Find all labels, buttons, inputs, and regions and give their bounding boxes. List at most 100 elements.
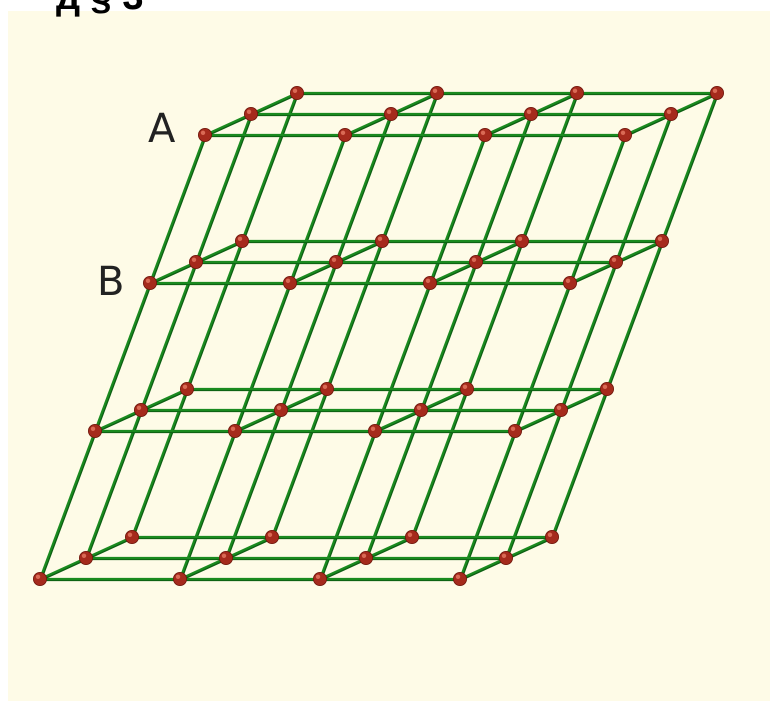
lattice-node — [243, 107, 258, 122]
lattice-edge-vertical — [38, 430, 97, 580]
lattice-edge-vertical — [279, 261, 338, 411]
lattice-node — [452, 572, 467, 587]
lattice-node — [413, 402, 428, 417]
lattice-edge-vertical — [410, 388, 469, 538]
lattice-edge-vertical — [568, 134, 627, 284]
lattice-node — [477, 127, 492, 142]
label-b: B — [97, 259, 124, 305]
lattice-node — [524, 107, 539, 122]
lattice-node — [88, 423, 103, 438]
lattice-node — [33, 572, 48, 587]
lattice-node — [422, 275, 437, 290]
lattice-edge-depth — [420, 387, 468, 412]
lattice-edge-vertical — [233, 282, 292, 432]
lattice-edge-depth — [280, 387, 328, 412]
lattice-node — [328, 254, 343, 269]
lattice-node — [133, 402, 148, 417]
lattice-node — [383, 107, 398, 122]
lattice-edge-depth — [390, 91, 438, 116]
lattice-edge-vertical — [93, 282, 152, 432]
lattice-node — [498, 551, 513, 566]
lattice-edge-vertical — [288, 134, 347, 284]
lattice-edge-depth — [140, 387, 188, 412]
lattice-node — [289, 86, 304, 101]
lattice-edge-depth — [560, 387, 608, 412]
lattice-node — [429, 86, 444, 101]
lattice-edge-vertical — [318, 430, 377, 580]
lattice-edge-depth — [670, 91, 718, 116]
lattice-edge-vertical — [84, 409, 143, 559]
lattice-edge-depth — [475, 239, 523, 264]
lattice-node — [358, 551, 373, 566]
lattice-edge-depth — [319, 556, 367, 581]
lattice-edge-vertical — [373, 282, 432, 432]
lattice-edge-vertical — [270, 388, 329, 538]
lattice-node — [563, 275, 578, 290]
lattice-edge-vertical — [614, 113, 673, 263]
lattice-edge-depth — [365, 535, 413, 560]
lattice-edge-depth — [179, 556, 227, 581]
lattice-node — [507, 423, 522, 438]
lattice-edge-vertical — [194, 113, 253, 263]
lattice-node — [468, 254, 483, 269]
lattice-edge-vertical — [148, 134, 207, 284]
lattice-edge-vertical — [240, 92, 299, 242]
lattice-node — [125, 530, 140, 545]
lattice-edge-depth — [225, 535, 273, 560]
lattice-edge-depth — [234, 408, 282, 433]
lattice-edge-vertical — [224, 409, 283, 559]
lattice-edge-vertical — [465, 240, 524, 390]
lattice-node — [515, 233, 530, 248]
lattice-edge-vertical — [520, 92, 579, 242]
lattice-edge-vertical — [364, 409, 423, 559]
lattice-node — [367, 423, 382, 438]
lattice-edge-depth — [459, 556, 507, 581]
heading-fragment: д § 3 — [56, 0, 144, 16]
lattice-edge-depth — [94, 408, 142, 433]
lattice-edge-vertical — [178, 430, 237, 580]
lattice-node — [710, 86, 725, 101]
lattice-edges — [38, 91, 720, 582]
lattice-edge-depth — [514, 408, 562, 433]
lattice-node — [282, 275, 297, 290]
lattice-node — [218, 551, 233, 566]
lattice-node — [374, 233, 389, 248]
label-a: A — [148, 106, 176, 152]
lattice-edge-vertical — [139, 261, 198, 411]
lattice-node — [618, 127, 633, 142]
lattice-node — [79, 551, 94, 566]
lattice-edge-depth — [289, 260, 337, 285]
lattice-node — [312, 572, 327, 587]
lattice-node — [609, 254, 624, 269]
lattice-edge-depth — [335, 239, 383, 264]
lattice-edge-vertical — [660, 92, 719, 242]
lattice-edge-vertical — [130, 388, 189, 538]
lattice-node — [142, 275, 157, 290]
lattice-edge-vertical — [458, 430, 517, 580]
lattice-node — [227, 423, 242, 438]
lattice-edge-vertical — [185, 240, 244, 390]
lattice-edge-depth — [505, 535, 553, 560]
lattice-node — [404, 530, 419, 545]
lattice-edge-vertical — [380, 92, 439, 242]
lattice-edge-depth — [530, 91, 578, 116]
lattice-edge-depth — [195, 239, 243, 264]
lattice-node — [459, 381, 474, 396]
lattice-edge-vertical — [428, 134, 487, 284]
lattice-edge-depth — [484, 112, 532, 137]
lattice-edge-depth — [374, 408, 422, 433]
lattice-node — [570, 86, 585, 101]
lattice-edge-depth — [344, 112, 392, 137]
lattice-edge-depth — [624, 112, 672, 137]
lattice-node — [234, 233, 249, 248]
lattice-node — [337, 127, 352, 142]
lattice-edge-vertical — [474, 113, 533, 263]
lattice-node — [197, 127, 212, 142]
lattice-node — [545, 530, 560, 545]
lattice-edge-depth — [250, 91, 298, 116]
lattice-edge-depth — [39, 556, 87, 581]
lattice-edge-vertical — [325, 240, 384, 390]
lattice-node — [655, 233, 670, 248]
